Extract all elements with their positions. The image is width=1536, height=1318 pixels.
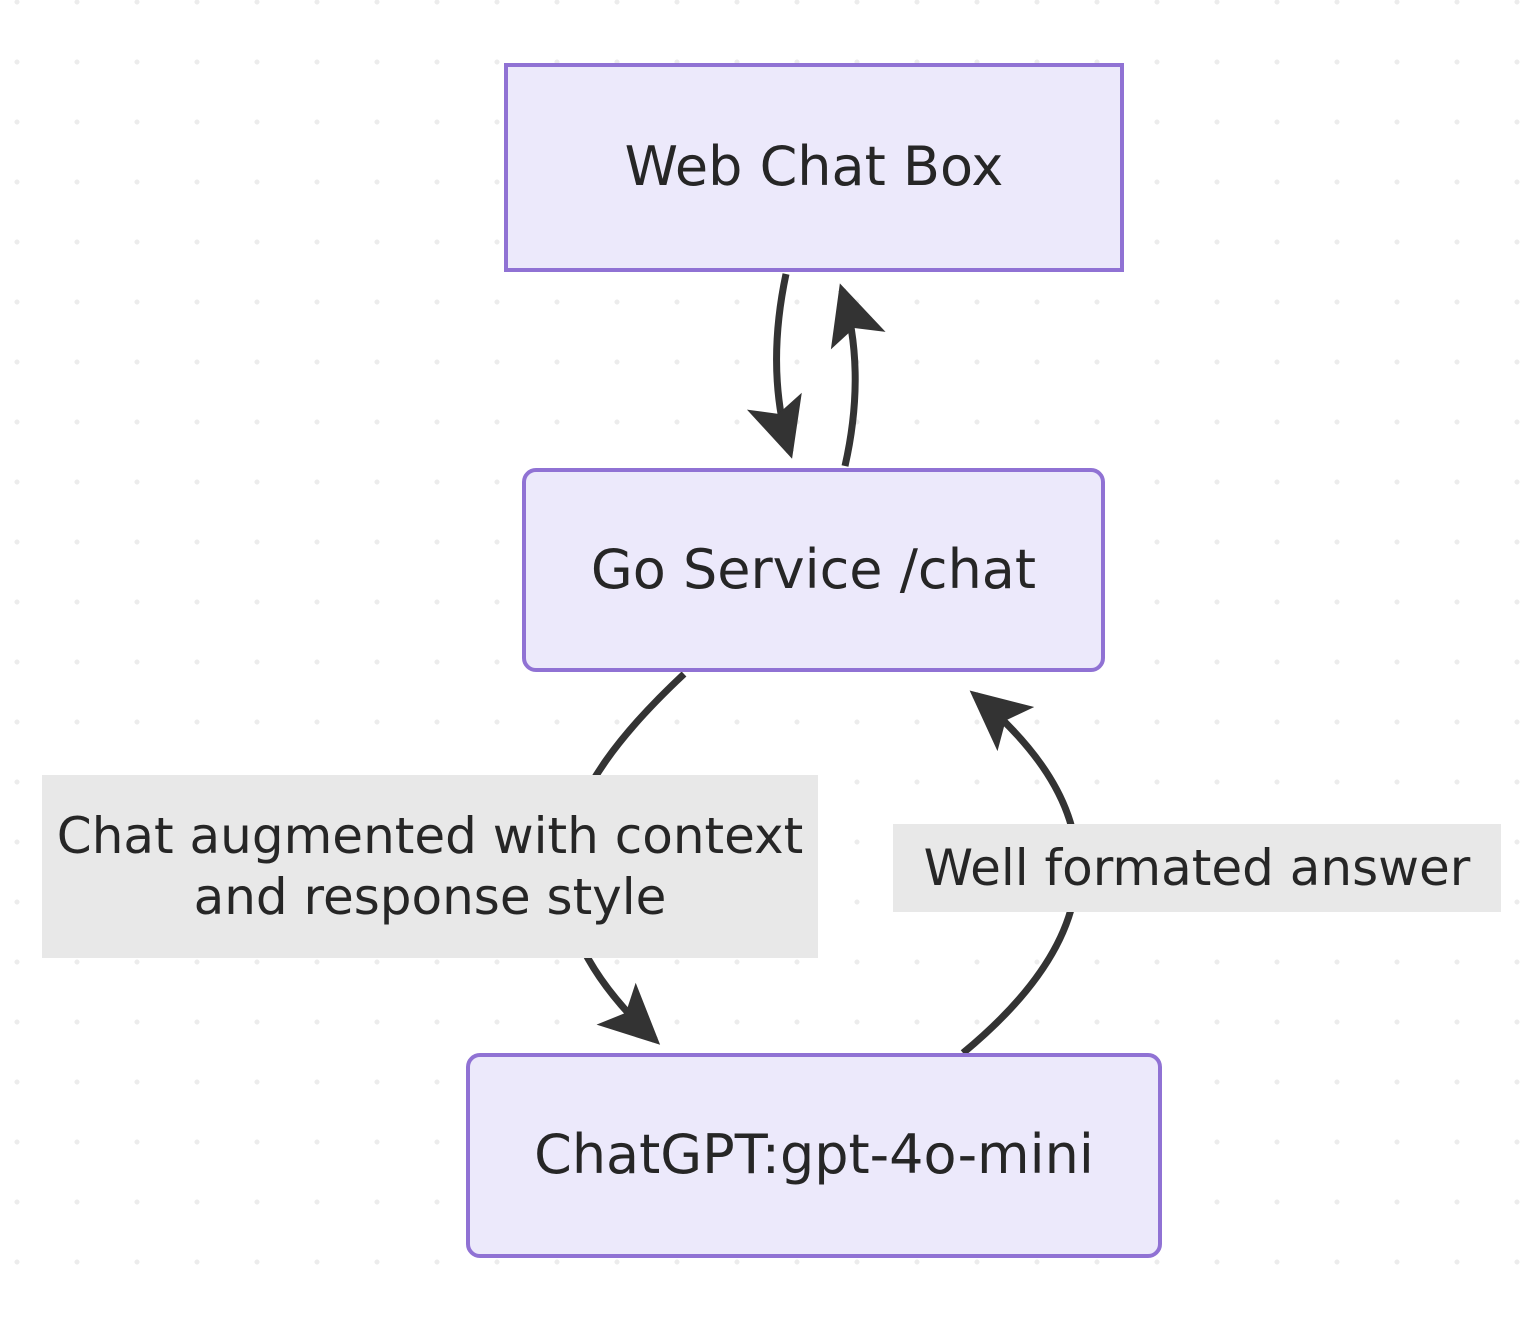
node-web-chat-box[interactable]: Web Chat Box [504, 63, 1124, 272]
node-go-service-label: Go Service /chat [590, 537, 1037, 601]
edge-goservice-to-webchat [830, 283, 886, 467]
node-go-service[interactable]: Go Service /chat [522, 468, 1105, 672]
edge-label-response: Well formated answer [893, 824, 1501, 912]
node-chatgpt-model[interactable]: ChatGPT:gpt-4o-mini [466, 1053, 1162, 1258]
node-chatgpt-model-label: ChatGPT:gpt-4o-mini [534, 1123, 1094, 1187]
edge-label-request: Chat augmented with context and response… [42, 775, 818, 958]
edge-webchat-to-goservice [746, 273, 802, 459]
edge-label-response-text: Well formated answer [923, 838, 1471, 897]
node-web-chat-box-label: Web Chat Box [624, 135, 1004, 199]
edge-label-request-text: Chat augmented with context and response… [56, 806, 804, 926]
